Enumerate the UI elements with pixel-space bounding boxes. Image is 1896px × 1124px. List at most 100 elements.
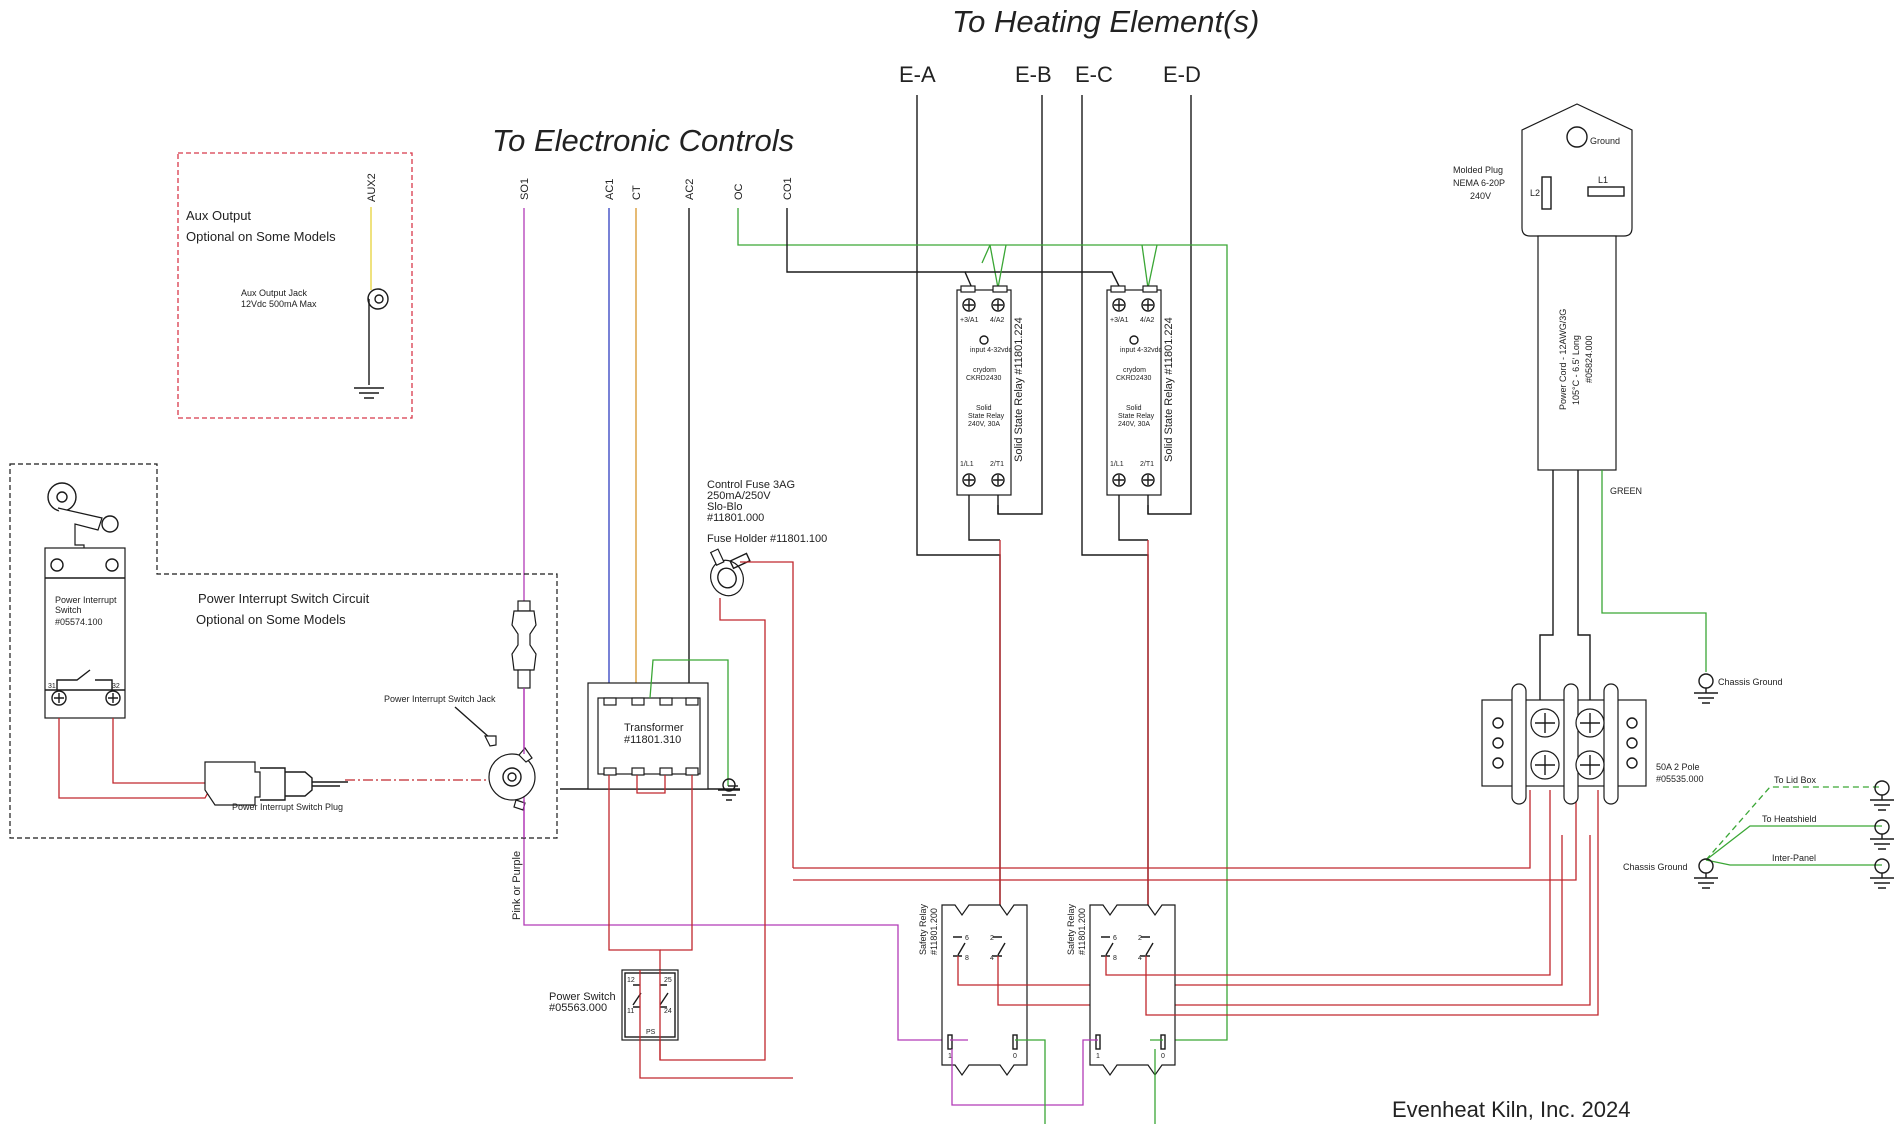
heading-electronic-controls: To Electronic Controls	[492, 123, 794, 158]
svg-text:240V, 30A: 240V, 30A	[1118, 421, 1150, 428]
control-fuse-holder: Control Fuse 3AG 250mA/250V Slo-Blo #118…	[659, 479, 827, 1061]
svg-text:250mA/250V: 250mA/250V	[707, 490, 771, 502]
chassis-ground-top: Chassis Ground	[1694, 673, 1783, 704]
svg-text:Chassis Ground: Chassis Ground	[1623, 862, 1688, 872]
wire-label-ct: CT	[631, 185, 643, 200]
element-label-d: E-D	[1163, 62, 1201, 87]
svg-text:Molded Plug: Molded Plug	[1453, 165, 1503, 175]
svg-text:crydom: crydom	[1123, 367, 1146, 374]
svg-text:105°C - 6.5' Long: 105°C - 6.5' Long	[1571, 335, 1581, 405]
fuse-holder-icon	[709, 548, 751, 597]
svg-text:31: 31	[48, 683, 56, 690]
svg-text:1/L1: 1/L1	[1110, 461, 1124, 468]
svg-text:Solid State Relay #11801.224: Solid State Relay #11801.224	[1013, 317, 1025, 462]
solid-state-relay-2: +3/A1 4/A2 input 4-32vdc crydom CKRD2430…	[1106, 285, 1175, 541]
svg-text:Power Switch: Power Switch	[549, 991, 616, 1003]
svg-text:2: 2	[990, 935, 994, 942]
svg-text:50A 2 Pole: 50A 2 Pole	[1656, 762, 1700, 772]
element-wires	[916, 95, 1192, 910]
element-label-b: E-B	[1015, 62, 1052, 87]
inline-fuse-icon	[511, 600, 537, 689]
svg-text:25: 25	[664, 977, 672, 984]
power-switch: Power Switch #05563.000 12 25 11 24 PS	[549, 969, 793, 1079]
wire-label-ac2: AC2	[684, 179, 696, 200]
svg-text:PS: PS	[646, 1029, 656, 1036]
svg-text:8: 8	[965, 955, 969, 962]
svg-text:Solid: Solid	[976, 405, 992, 412]
control-wires	[523, 208, 1228, 1041]
svg-text:11: 11	[627, 1008, 634, 1015]
svg-text:#05535.000: #05535.000	[1656, 774, 1704, 784]
svg-text:Switch: Switch	[55, 605, 82, 615]
svg-text:+3/A1: +3/A1	[1110, 317, 1129, 324]
transformer-ground-icon	[718, 789, 740, 801]
safety-coil-green-1	[1015, 1039, 1046, 1124]
svg-text:Power Interrupt: Power Interrupt	[55, 595, 117, 605]
svg-text:#11801.310: #11801.310	[624, 734, 681, 746]
svg-text:#05574.100: #05574.100	[55, 617, 103, 627]
aux-wire-label: AUX2	[366, 173, 378, 202]
svg-text:To Lid Box: To Lid Box	[1774, 775, 1817, 785]
svg-text:+3/A1: +3/A1	[960, 317, 979, 324]
svg-text:8: 8	[1113, 955, 1117, 962]
svg-text:Solid: Solid	[1126, 405, 1142, 412]
pink-purple-label: Pink or Purple	[511, 851, 523, 920]
svg-text:32: 32	[112, 683, 120, 690]
safety-relay-2: Safety Relay #11801.200 6 2 8 4 1 0	[1066, 790, 1599, 1077]
svg-text:4/A2: 4/A2	[1140, 317, 1155, 324]
chassis-ground-cluster: To Lid Box To Heatshield Inter-Panel Cha…	[1623, 775, 1894, 889]
power-interrupt-circuit: Power Interrupt Switch Circuit Optional …	[9, 463, 558, 839]
solid-state-relay-1: +3/A1 4/A2 input 4-32vdc crydom CKRD2430…	[956, 285, 1025, 541]
interrupt-title-1: Power Interrupt Switch Circuit	[198, 591, 370, 606]
wire-label-so1: SO1	[519, 178, 531, 200]
svg-text:CKRD2430: CKRD2430	[966, 375, 1002, 382]
svg-text:input 4-32vdc: input 4-32vdc	[970, 347, 1013, 354]
svg-text:CKRD2430: CKRD2430	[1116, 375, 1152, 382]
svg-text:Control Fuse 3AG: Control Fuse 3AG	[707, 479, 795, 491]
svg-text:Inter-Panel: Inter-Panel	[1772, 853, 1816, 863]
svg-text:12: 12	[627, 977, 635, 984]
svg-text:6: 6	[965, 935, 969, 942]
svg-text:240V, 30A: 240V, 30A	[968, 421, 1000, 428]
safety-coil-green-2	[1150, 1039, 1163, 1124]
svg-text:#11801.200: #11801.200	[1077, 908, 1087, 955]
svg-text:L2: L2	[1530, 188, 1540, 198]
aux-output-box: AUX2 Aux Output Optional on Some Models …	[177, 152, 413, 419]
svg-text:Transformer: Transformer	[624, 722, 684, 734]
transformer: Transformer #11801.310	[560, 659, 740, 970]
aux-title-2: Optional on Some Models	[186, 229, 336, 244]
svg-text:1: 1	[948, 1053, 952, 1060]
svg-text:4: 4	[990, 955, 994, 962]
mains-wire-1	[793, 790, 1531, 869]
svg-text:6: 6	[1113, 935, 1117, 942]
power-interrupt-switch: Power Interrupt Switch #05574.100 31 32	[44, 482, 126, 719]
element-label-a: E-A	[899, 62, 936, 87]
svg-text:Chassis Ground: Chassis Ground	[1718, 677, 1783, 687]
svg-text:1: 1	[1096, 1053, 1100, 1060]
svg-text:L1: L1	[1598, 175, 1608, 185]
svg-text:To Heatshield: To Heatshield	[1762, 814, 1817, 824]
power-cord: Power Cord - 12AWG/3G 105°C - 6.5' Long …	[1537, 235, 1707, 700]
footer-credit: Evenheat Kiln, Inc. 2024	[1392, 1097, 1631, 1122]
wire-label-ac1: AC1	[604, 179, 616, 200]
power-interrupt-plug: Power Interrupt Switch Plug	[204, 761, 348, 812]
svg-text:Power Interrupt Switch Jack: Power Interrupt Switch Jack	[384, 694, 496, 704]
svg-text:24: 24	[664, 1008, 672, 1015]
safety-coil-purple	[950, 1039, 1098, 1106]
wire-label-oc: OC	[733, 183, 745, 200]
svg-text:0: 0	[1161, 1053, 1165, 1060]
molded-plug: Ground L2 L1 Molded Plug NEMA 6-20P 240V	[1453, 103, 1633, 237]
svg-text:#11801.200: #11801.200	[929, 908, 939, 955]
interrupt-title-2: Optional on Some Models	[196, 612, 346, 627]
aux-jack-label-1: Aux Output Jack	[241, 288, 308, 298]
svg-text:2/T1: 2/T1	[990, 461, 1004, 468]
aux-jack-label-2: 12Vdc 500mA Max	[241, 299, 317, 309]
svg-text:#05824.000: #05824.000	[1584, 335, 1594, 383]
svg-text:1/L1: 1/L1	[960, 461, 974, 468]
svg-text:0: 0	[1013, 1053, 1017, 1060]
aux-title-1: Aux Output	[186, 208, 251, 223]
svg-text:Solid State Relay #11801.224: Solid State Relay #11801.224	[1163, 317, 1175, 462]
svg-text:4/A2: 4/A2	[990, 317, 1005, 324]
aux-jack-icon	[367, 288, 389, 310]
